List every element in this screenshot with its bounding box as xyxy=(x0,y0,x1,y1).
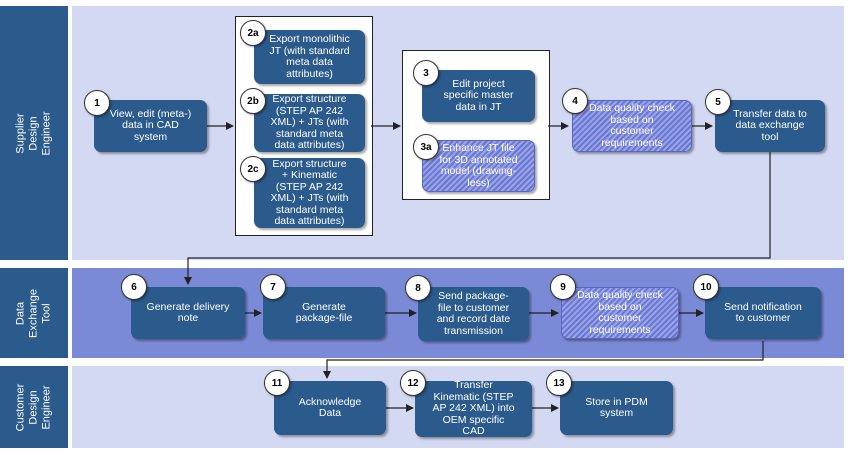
lane-label-supplier: Supplier Design Engineer xyxy=(0,6,68,260)
step-3-badge: 3 xyxy=(413,60,439,86)
step-2a-badge: 2a xyxy=(240,20,266,46)
step-13-box: Store in PDM system xyxy=(560,381,673,435)
lane-label-customer: Customer Design Engineer xyxy=(0,366,68,448)
step-5-box: Transfer data to data exchange tool xyxy=(715,100,825,152)
lane-label-exchange: Data Exchange Tool xyxy=(0,268,68,358)
step-3-box: Edit project specific master data in JT xyxy=(422,70,535,122)
step-7-box: Generate package-file xyxy=(263,287,385,339)
step-6-box: Generate delivery note xyxy=(131,287,245,339)
step-4-box: Data quality check based on customer req… xyxy=(572,100,692,152)
step-11-box: Acknowledge Data xyxy=(274,381,386,435)
step-1-badge: 1 xyxy=(84,90,110,116)
step-11-badge: 11 xyxy=(264,370,290,396)
arrow-5-6 xyxy=(184,152,771,285)
step-6-badge: 6 xyxy=(121,274,147,300)
step-3a-badge: 3a xyxy=(413,134,439,160)
step-2c-badge: 2c xyxy=(240,156,266,182)
step-9-badge: 9 xyxy=(550,274,576,300)
step-10-badge: 10 xyxy=(693,274,719,300)
step-1-box: View, edit (meta-) data in CAD system xyxy=(94,100,207,152)
step-8-badge: 8 xyxy=(405,275,431,301)
step-3a-box: Enhance JT file for 3D annotated model (… xyxy=(422,140,535,192)
step-12-badge: 12 xyxy=(400,370,426,396)
step-2c-box: Export structure + Kinematic (STEP AP 24… xyxy=(254,158,365,228)
step-5-badge: 5 xyxy=(705,89,731,115)
step-8-box: Send package- file to customer and recor… xyxy=(418,287,529,341)
step-4-badge: 4 xyxy=(562,88,588,114)
step-10-box: Send notification to customer xyxy=(705,287,821,339)
step-13-badge: 13 xyxy=(546,370,572,396)
step-2a-box: Export monolithic JT (with standard meta… xyxy=(254,30,365,84)
step-9-box: Data quality check based on customer req… xyxy=(561,287,679,339)
step-2b-box: Export structure (STEP AP 242 XML) + JTs… xyxy=(254,94,365,152)
arrow-10-11 xyxy=(323,341,764,379)
step-2b-badge: 2b xyxy=(240,88,266,114)
step-7-badge: 7 xyxy=(260,274,286,300)
step-12-box: Transfer Kinematic (STEP AP 242 XML) int… xyxy=(415,380,532,437)
